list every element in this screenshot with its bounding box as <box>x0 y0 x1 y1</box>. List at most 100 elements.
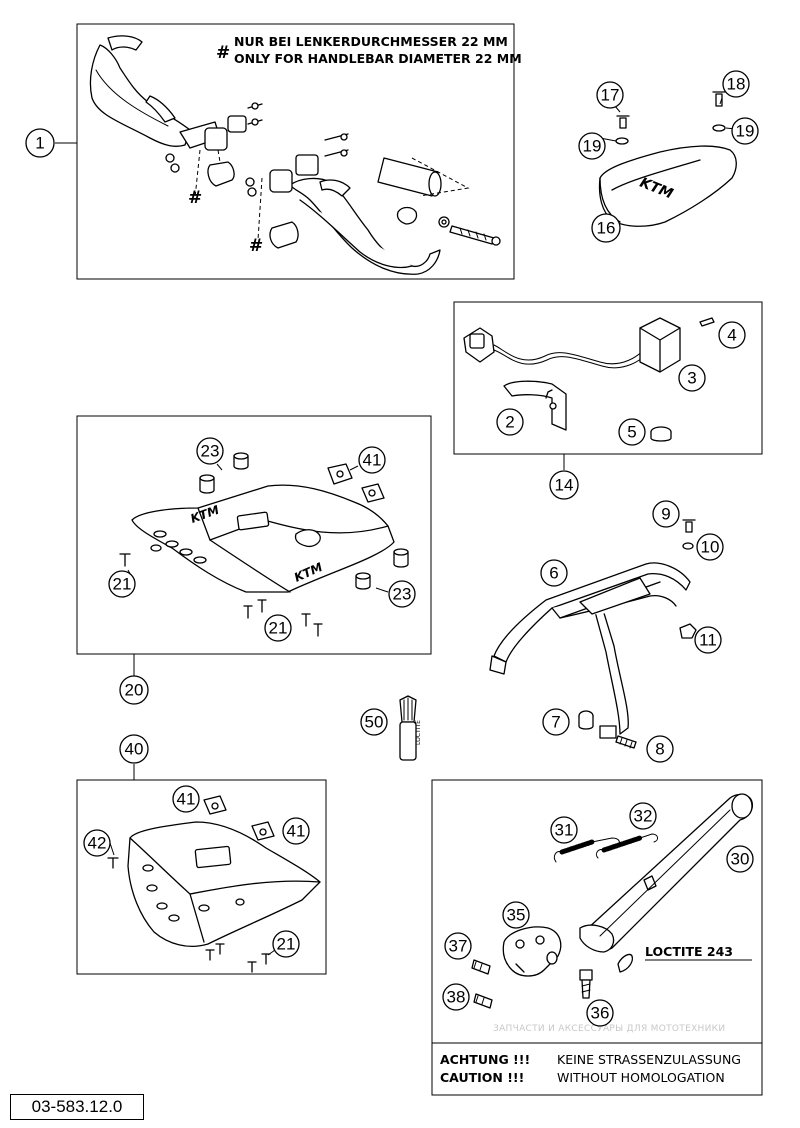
callout-31: 31 <box>550 816 578 844</box>
callout-7: 7 <box>542 708 570 736</box>
mounting-blocks-41-upper <box>327 463 385 503</box>
svg-text:41: 41 <box>287 822 306 841</box>
loctite-drop <box>617 953 634 973</box>
hash-symbol-right-clamp: # <box>249 236 263 256</box>
callout-14: 14 <box>549 470 579 500</box>
connector-plug <box>463 327 653 369</box>
rack-spacer-7 <box>578 710 594 730</box>
rack-washer-10 <box>682 542 694 550</box>
loctite-note: LOCTITE 243 <box>645 944 733 959</box>
svg-text:21: 21 <box>113 575 132 594</box>
callout-4: 4 <box>718 321 746 349</box>
hash-symbol-note: # <box>216 43 230 63</box>
seat-pad-16: KTM <box>598 145 737 227</box>
skid-plate: KTM KTM <box>131 484 395 593</box>
svg-text:18: 18 <box>727 75 746 94</box>
spring-32 <box>595 833 659 859</box>
svg-text:42: 42 <box>88 834 107 853</box>
svg-text:35: 35 <box>507 906 526 925</box>
rack-nut-11 <box>679 623 697 639</box>
wiring-group-box <box>453 301 763 455</box>
callout-20: 20 <box>119 675 149 705</box>
callout-32: 32 <box>629 802 657 830</box>
svg-text:6: 6 <box>549 564 558 583</box>
warning-caution: CAUTION !!! <box>440 1070 524 1085</box>
side-stand-30 <box>579 793 754 953</box>
svg-text:31: 31 <box>555 821 574 840</box>
callout-16: 16 <box>591 213 621 243</box>
svg-text:23: 23 <box>393 585 412 604</box>
control-box-3 <box>639 317 681 373</box>
svg-text:37: 37 <box>449 937 468 956</box>
handlebar-note-de: NUR BEI LENKERDURCHMESSER 22 MM <box>234 34 508 49</box>
callout-37: 37 <box>444 932 472 960</box>
hash-symbol-left-clamp: # <box>188 188 202 208</box>
loctite-tube-50: LOCTITE <box>399 695 422 761</box>
handguard-right <box>245 133 441 275</box>
warning-caution-text: WITHOUT HOMOLOGATION <box>557 1070 725 1085</box>
callout-35: 35 <box>502 901 530 929</box>
svg-text:9: 9 <box>661 505 670 524</box>
callout-2: 2 <box>496 408 524 436</box>
svg-text:36: 36 <box>591 1004 610 1023</box>
engine-guard-group-box <box>76 779 327 975</box>
callout-1: 1 <box>25 128 55 158</box>
callout-19-right: 19 <box>731 117 759 145</box>
handguard-bolt <box>396 206 501 246</box>
svg-text:14: 14 <box>555 476 574 495</box>
handlebar-note-en: ONLY FOR HANDLEBAR DIAMETER 22 MM <box>234 51 522 66</box>
callout-21-center: 21 <box>264 614 292 642</box>
callout-41-upper: 41 <box>358 446 386 474</box>
guard-bolts-21 <box>205 943 271 973</box>
svg-text:1: 1 <box>35 134 44 153</box>
svg-text:23: 23 <box>201 442 220 461</box>
callout-42: 42 <box>83 829 111 857</box>
svg-text:41: 41 <box>177 790 196 809</box>
screw-4 <box>699 317 715 327</box>
engine-guard <box>127 821 321 947</box>
handguard-left-clamp <box>165 102 263 199</box>
rack-screw-9 <box>682 519 696 533</box>
handlebar-end-tube <box>377 157 470 197</box>
callout-41-lower-top: 41 <box>172 785 200 813</box>
svg-text:4: 4 <box>727 326 736 345</box>
callout-40: 40 <box>119 734 149 764</box>
skid-plate-bolts-21 <box>119 553 323 637</box>
callout-10: 10 <box>696 533 724 561</box>
svg-text:21: 21 <box>269 619 288 638</box>
handguard-left <box>89 35 221 149</box>
svg-text:38: 38 <box>447 988 466 1007</box>
callout-6: 6 <box>540 559 568 587</box>
callout-38: 38 <box>442 983 470 1011</box>
svg-text:11: 11 <box>699 631 717 650</box>
callout-17: 17 <box>596 81 624 109</box>
callout-9: 9 <box>652 500 680 528</box>
callout-8: 8 <box>646 735 674 763</box>
loctite-tube-label: LOCTITE <box>415 720 422 745</box>
svg-text:10: 10 <box>701 538 720 557</box>
skid-plate-group-box <box>76 415 432 655</box>
svg-text:16: 16 <box>597 219 616 238</box>
svg-text:40: 40 <box>125 740 144 759</box>
warning-achtung-text: KEINE STRASSENZULASSUNG <box>557 1052 741 1067</box>
svg-text:3: 3 <box>687 369 696 388</box>
svg-text:8: 8 <box>655 740 664 759</box>
diagram-code: 03-583.12.0 <box>10 1094 144 1120</box>
callout-18: 18 <box>722 70 750 98</box>
callout-11: 11 <box>694 626 722 654</box>
callout-19-left: 19 <box>578 132 606 160</box>
watermark-text: ЗАПЧАСТИ И АКСЕССУАРЫ ДЛЯ МОТОТЕХНИКИ <box>493 1024 725 1034</box>
mounting-bracket-2 <box>503 380 567 431</box>
svg-text:19: 19 <box>736 122 755 141</box>
callout-23-top: 23 <box>196 437 224 465</box>
callout-36: 36 <box>586 999 614 1027</box>
stand-bolt-37 <box>471 959 491 975</box>
svg-text:5: 5 <box>627 423 636 442</box>
seat-screws <box>615 91 726 145</box>
handguard-group-box <box>76 23 515 280</box>
svg-text:19: 19 <box>583 137 602 156</box>
svg-text:21: 21 <box>277 935 296 954</box>
guard-bolt-42 <box>107 857 119 869</box>
luggage-rack-6 <box>489 562 691 739</box>
callout-30: 30 <box>726 845 754 873</box>
